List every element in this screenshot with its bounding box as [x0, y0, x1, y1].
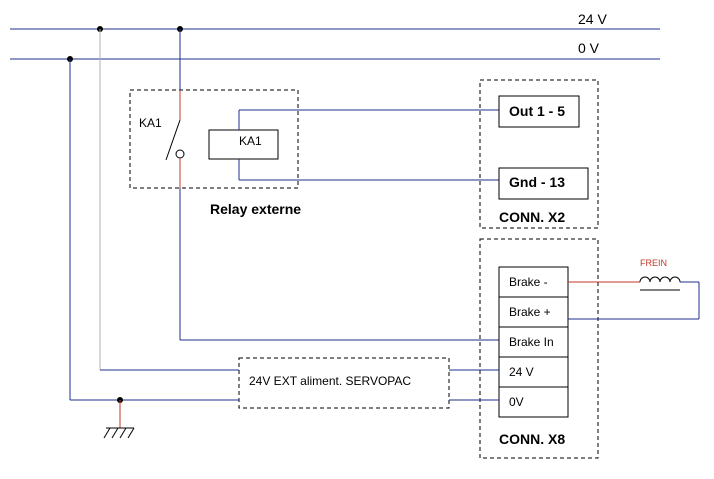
contact-blade — [165, 119, 181, 161]
rail-24v-label: 24 V — [578, 11, 607, 27]
conn-x8-terminal-brake-minus-label: Brake - — [509, 275, 548, 289]
conn-x8-caption: CONN. X8 — [499, 431, 565, 447]
relay-externe-caption: Relay externe — [210, 201, 301, 217]
conn-x8-terminal-24v-label: 24 V — [509, 365, 534, 379]
conn-x8-terminal-24v — [498, 356, 569, 388]
relay-coil — [208, 129, 279, 160]
conn-x8-terminal-brake-in — [498, 326, 569, 358]
contact-label: KA1 — [139, 116, 162, 130]
conn-x8-terminal-0v-label: 0V — [509, 395, 524, 409]
conn-x8-terminal-brake-plus-label: Brake + — [509, 305, 551, 319]
brake-label: FREIN — [640, 258, 667, 268]
conn-x2-terminal-out — [498, 95, 580, 128]
conn-x8-terminal-brake-plus — [498, 296, 569, 328]
ground-icon — [103, 400, 135, 439]
conn-x2-terminal-gnd — [498, 167, 589, 200]
rail-0v-label: 0 V — [578, 40, 600, 56]
conn-x8-box — [479, 238, 599, 459]
relay-externe-box — [129, 89, 299, 189]
contact-terminal — [175, 149, 185, 159]
conn-x8-terminal-0v — [498, 386, 569, 418]
coil-label: KA1 — [239, 134, 262, 148]
conn-x2-terminal-gnd-label: Gnd - 13 — [509, 174, 565, 190]
conn-x2-caption: CONN. X2 — [499, 209, 565, 225]
conn-x2-terminal-out-label: Out 1 - 5 — [509, 103, 565, 119]
conn-x2-box — [479, 79, 599, 229]
supply-box — [238, 357, 450, 409]
conn-x8-terminal-brake-in-label: Brake In — [509, 335, 554, 349]
supply-label: 24V EXT aliment. SERVOPAC — [249, 374, 411, 388]
brake-coil-winding — [639, 276, 681, 283]
